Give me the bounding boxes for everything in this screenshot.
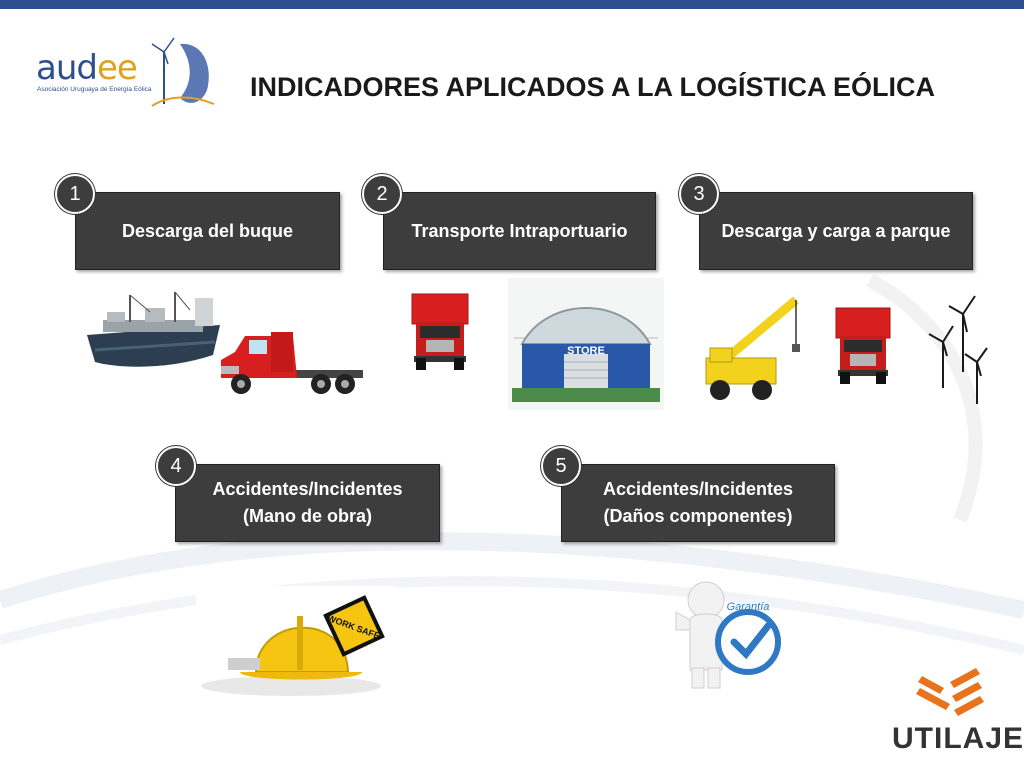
step-label: Descarga del buque: [121, 220, 294, 241]
safety-helmet-icon: WORK SAFE: [196, 586, 396, 702]
truck-front-icon: [411, 293, 469, 370]
step-box-3: Descarga y carga a parque: [699, 192, 973, 270]
step-badge-2: 2: [362, 174, 402, 214]
utilaje-logo: UTILAJE: [888, 664, 1023, 759]
audee-logo: audee Asociación Uruguaya de Energía Eól…: [30, 34, 220, 114]
logo-wordmark: audee: [36, 48, 138, 88]
wind-turbine-globe-icon: [151, 37, 215, 107]
step-label-line2: (Daños componentes): [603, 506, 793, 526]
step-badge-1: 1: [55, 174, 95, 214]
top-bar: [0, 0, 1024, 9]
step-label: Descarga y carga a parque: [721, 220, 951, 241]
guarantee-figure-icon: Garantía: [675, 581, 781, 689]
mobile-crane-icon: [705, 296, 800, 400]
step-box-4: Accidentes/Incidentes (Mano de obra): [175, 464, 440, 542]
semi-truck-icon: [221, 332, 363, 394]
truck-front-icon: [835, 307, 891, 384]
logo-subtitle: Asociación Uruguaya de Energía Eólica: [37, 86, 152, 93]
guarantee-sign: Garantía: [727, 601, 770, 613]
wind-turbines-icon: [928, 295, 988, 404]
store-sign: STORE: [567, 345, 605, 357]
step-box-5: Accidentes/Incidentes (Daños componentes…: [561, 464, 835, 542]
step-label: Transporte Intraportuario: [411, 220, 628, 241]
utilaje-wordmark: UTILAJE: [892, 722, 1024, 755]
step-badge-5: 5: [541, 446, 581, 486]
step-badge-3: 3: [679, 174, 719, 214]
utilaje-mark-icon: [916, 668, 984, 716]
cargo-ship-icon: [87, 291, 220, 367]
step-box-2: Transporte Intraportuario: [383, 192, 656, 270]
step-label-line1: Accidentes/Incidentes: [212, 479, 403, 499]
step-box-1: Descarga del buque: [75, 192, 340, 270]
step-badge-4: 4: [156, 446, 196, 486]
store-warehouse-icon: STORE: [508, 278, 664, 410]
page-title: INDICADORES APLICADOS A LA LOGÍSTICA EÓL…: [250, 72, 936, 102]
step-label-line1: Accidentes/Incidentes: [602, 479, 794, 499]
step-label-line2: (Mano de obra): [243, 506, 372, 526]
